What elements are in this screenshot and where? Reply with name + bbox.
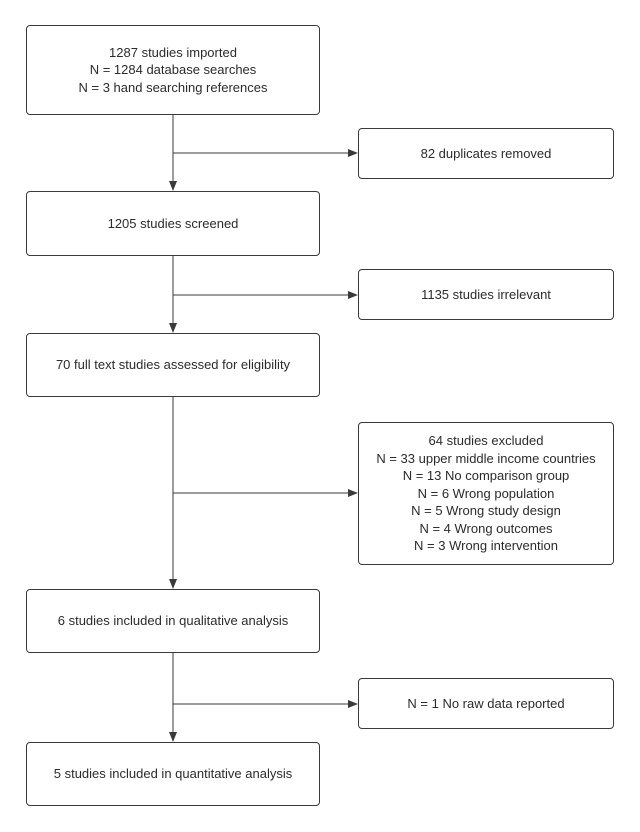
box-line: N = 3 hand searching references <box>78 79 268 95</box>
box-line: N = 6 Wrong population <box>417 485 555 501</box>
box-line: 1205 studies screened <box>107 215 239 231</box>
box-line: N = 33 upper middle income countries <box>376 450 596 466</box>
studies-imported-box: 1287 studies imported N = 1284 database … <box>26 25 320 115</box>
studies-irrelevant-box: 1135 studies irrelevant <box>358 269 614 320</box>
box-line: N = 1 No raw data reported <box>407 695 565 711</box>
box-line: 5 studies included in quantitative analy… <box>53 766 293 782</box>
fulltext-assessed-box: 70 full text studies assessed for eligib… <box>26 333 320 397</box>
box-line: 1287 studies imported <box>109 44 237 60</box>
box-line: 64 studies excluded <box>428 433 544 449</box>
quantitative-analysis-box: 5 studies included in quantitative analy… <box>26 742 320 806</box>
studies-excluded-box: 64 studies excluded N = 33 upper middle … <box>358 422 614 565</box>
no-raw-data-box: N = 1 No raw data reported <box>358 678 614 729</box>
qualitative-analysis-box: 6 studies included in qualitative analys… <box>26 589 320 653</box>
box-line: N = 13 No comparison group <box>402 468 570 484</box>
studies-screened-box: 1205 studies screened <box>26 191 320 256</box>
box-line: 70 full text studies assessed for eligib… <box>55 357 291 373</box>
box-line: N = 1284 database searches <box>89 62 257 78</box>
box-line: 1135 studies irrelevant <box>421 286 551 302</box>
box-line: N = 4 Wrong outcomes <box>419 520 553 536</box>
duplicates-removed-box: 82 duplicates removed <box>358 128 614 179</box>
box-line: N = 5 Wrong study design <box>411 503 561 519</box>
box-line: 6 studies included in qualitative analys… <box>57 613 289 629</box>
box-line: 82 duplicates removed <box>420 145 552 161</box>
box-line: N = 3 Wrong intervention <box>414 538 558 554</box>
